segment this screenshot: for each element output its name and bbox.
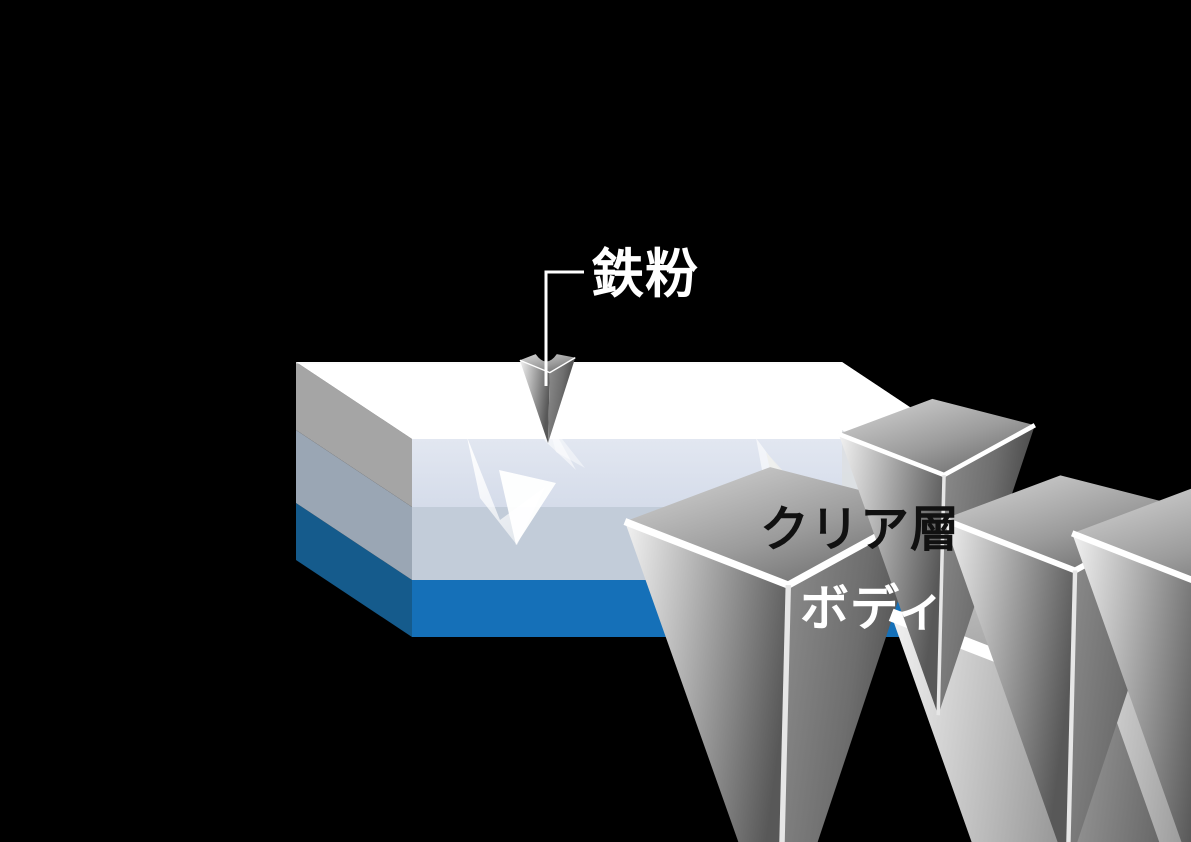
- label-body: ボディ: [800, 582, 947, 636]
- splash-callout-2: [547, 420, 585, 468]
- body-left-face: [296, 503, 412, 637]
- clear-left-face-upper: [296, 362, 412, 507]
- iron-particle-callout: [519, 354, 576, 443]
- leader-line-iron-powder: [544, 270, 584, 386]
- slab-top-face: [296, 362, 958, 439]
- iron-particles-group: [519, 354, 1191, 842]
- label-iron-powder: 鉄粉: [591, 245, 700, 304]
- splash-top: [697, 372, 709, 392]
- splash-center-left-2: [499, 470, 556, 545]
- clear-left-face-lower: [296, 430, 412, 580]
- label-clear-layer: クリア層: [760, 503, 960, 557]
